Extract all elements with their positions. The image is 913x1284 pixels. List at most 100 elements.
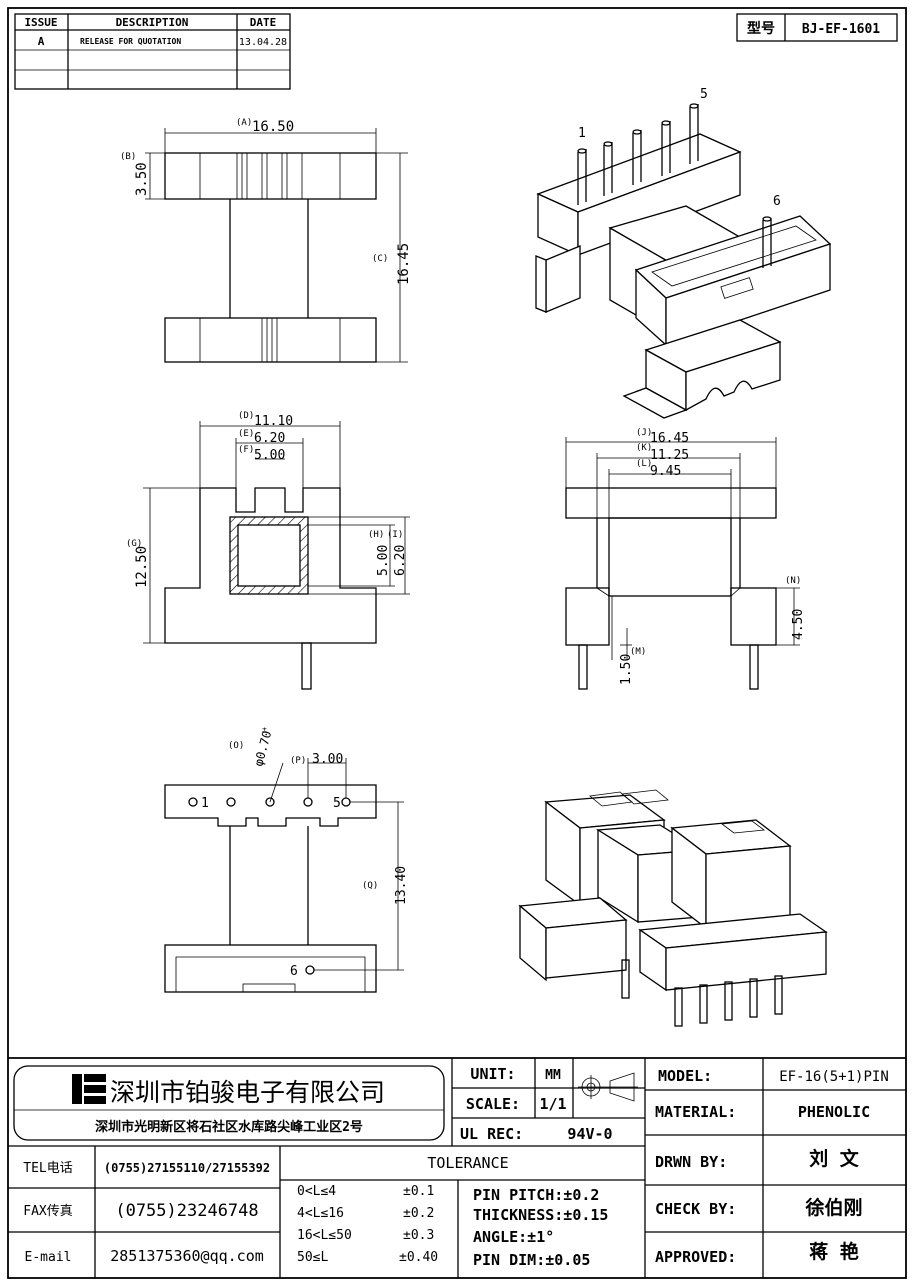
dim-p-tag: (P) — [290, 756, 306, 766]
check-value: 徐伯刚 — [804, 1196, 862, 1219]
pin-pitch: PIN PITCH:±0.2 — [473, 1186, 599, 1204]
tol-range-1: 0<L≤4 — [297, 1184, 336, 1199]
thickness: THICKNESS:±0.15 — [473, 1206, 608, 1224]
tel-label: TEL电话 — [23, 1161, 72, 1176]
dim-m-value: 1.50 — [619, 654, 634, 685]
tol-range-3: 16<L≤50 — [297, 1228, 352, 1243]
model-label: MODEL: — [658, 1067, 712, 1085]
angle: ANGLE:±1° — [473, 1228, 554, 1246]
bottom-pin-1-label: 1 — [201, 796, 209, 811]
tel-value: (0755)27155110/27155392 — [104, 1161, 270, 1175]
model-box-value: BJ-EF-1601 — [802, 22, 880, 37]
pin-dim: PIN DIM:±0.05 — [473, 1251, 590, 1269]
projection-symbol-icon — [578, 1072, 638, 1102]
tol-range-2: 4<L≤16 — [297, 1206, 344, 1221]
company-logo — [72, 1074, 106, 1104]
pin-hole-2 — [226, 797, 236, 807]
isometric-view-top: 1 5 6 — [535, 87, 832, 419]
pin-hole-3 — [265, 797, 275, 807]
dim-q-tag: (Q) — [362, 881, 378, 891]
email-value: 2851375360@qq.com — [110, 1247, 264, 1265]
iso-pin-5-label: 5 — [700, 87, 708, 102]
email-label: E-mail — [25, 1250, 72, 1265]
iso-pin-6-label: 6 — [773, 194, 781, 209]
unit-label: UNIT: — [470, 1065, 515, 1083]
pin-hole-5 — [341, 797, 351, 807]
dim-d-tag: (D) — [238, 411, 254, 421]
dim-l-tag: (L) — [636, 459, 652, 469]
dim-o-mark: ± — [262, 725, 267, 734]
dim-f-value: 5.00 — [254, 448, 285, 463]
bottom-pin-6-label: 6 — [290, 964, 298, 979]
rev-row-description: RELEASE FOR QUOTATION — [80, 37, 181, 46]
isometric-view-bottom — [518, 789, 828, 1027]
unit-value: MM — [545, 1068, 561, 1083]
tol-value-4: ±0.40 — [399, 1250, 438, 1265]
model-value: EF-16(5+1)PIN — [779, 1069, 889, 1085]
dim-m-tag: (M) — [630, 647, 646, 657]
dim-e-value: 6.20 — [254, 431, 285, 446]
sheet-border — [7, 7, 907, 1279]
dim-h-value: 5.00 — [376, 545, 391, 576]
dim-c-tag: (C) — [372, 254, 388, 264]
dim-f-tag: (F) — [238, 445, 254, 455]
dim-h-tag: (H) — [368, 530, 384, 540]
approved-value: 蒋 艳 — [809, 1240, 858, 1263]
dim-o-value: φ0.70 — [251, 729, 274, 768]
rev-header-issue: ISSUE — [24, 16, 57, 29]
dim-a-tag: (A) — [236, 118, 252, 128]
dim-j-tag: (J) — [636, 428, 652, 438]
pin-hole-6 — [305, 965, 315, 975]
dim-n-value: 4.50 — [791, 609, 806, 640]
tol-value-2: ±0.2 — [403, 1206, 434, 1221]
iso-pin-1-label: 1 — [578, 126, 586, 141]
scale-value: 1/1 — [539, 1095, 566, 1113]
bottom-pin-5-label: 5 — [333, 796, 341, 811]
tol-range-4: 50≤L — [297, 1250, 328, 1265]
dim-k-value: 11.25 — [650, 448, 689, 463]
ul-value: 94V-0 — [567, 1125, 612, 1143]
dim-l-value: 9.45 — [650, 464, 681, 479]
dim-g-value: 12.50 — [134, 546, 150, 588]
front-view: (D) 11.10 (E) 6.20 (F) 5.00 (G) 12.50 (H… — [126, 411, 410, 690]
top-view: (A) 16.50 (B) 3.50 (C) 16.45 — [120, 118, 412, 363]
tol-value-3: ±0.3 — [403, 1228, 434, 1243]
material-value: PHENOLIC — [798, 1103, 870, 1121]
dim-o-tag: (O) — [228, 741, 244, 751]
dim-n-tag: (N) — [785, 576, 801, 586]
approved-label: APPROVED: — [655, 1248, 736, 1266]
revision-table: ISSUE DESCRIPTION DATE A RELEASE FOR QUO… — [14, 13, 291, 90]
dim-q-value: 13.40 — [394, 866, 409, 905]
dim-b-value: 3.50 — [134, 162, 150, 196]
pin-hole-1 — [188, 797, 198, 807]
tol-value-1: ±0.1 — [403, 1184, 434, 1199]
drawn-label: DRWN BY: — [655, 1153, 727, 1171]
dim-c-value: 16.45 — [396, 243, 412, 285]
drawn-value: 刘 文 — [809, 1147, 859, 1170]
scale-label: SCALE: — [466, 1095, 520, 1113]
dim-i-tag: (I) — [387, 530, 403, 540]
company-name: 深圳市铂骏电子有限公司 — [110, 1078, 385, 1107]
dim-p-value: 3.00 — [312, 752, 343, 767]
dim-g-tag: (G) — [126, 539, 142, 549]
side-view: (J) 16.45 (K) 11.25 (L) 9.45 (M) 1.50 (N… — [565, 428, 806, 690]
tolerance-title: TOLERANCE — [427, 1154, 508, 1172]
model-box: 型号 BJ-EF-1601 — [736, 13, 898, 42]
dim-j-value: 16.45 — [650, 431, 689, 446]
material-label: MATERIAL: — [655, 1103, 736, 1121]
ul-label: UL REC: — [460, 1125, 523, 1143]
dim-e-tag: (E) — [238, 429, 254, 439]
rev-header-description: DESCRIPTION — [116, 16, 189, 29]
dim-k-tag: (K) — [636, 443, 652, 453]
bottom-view: 1 5 6 (O) φ0.70 ± (P) 3.00 (Q) 13.40 — [164, 725, 409, 993]
fax-value: (0755)23246748 — [115, 1201, 258, 1221]
dim-d-value: 11.10 — [254, 414, 293, 429]
rev-row-date: 13.04.28 — [239, 37, 287, 48]
rev-header-date: DATE — [250, 16, 277, 29]
model-box-label: 型号 — [747, 20, 775, 37]
check-label: CHECK BY: — [655, 1200, 736, 1218]
title-block: 深圳市铂骏电子有限公司 深圳市光明新区将石社区水库路尖峰工业区2号 UNIT: … — [8, 1057, 906, 1278]
company-address: 深圳市光明新区将石社区水库路尖峰工业区2号 — [95, 1119, 363, 1135]
rev-row-issue: A — [38, 35, 45, 48]
